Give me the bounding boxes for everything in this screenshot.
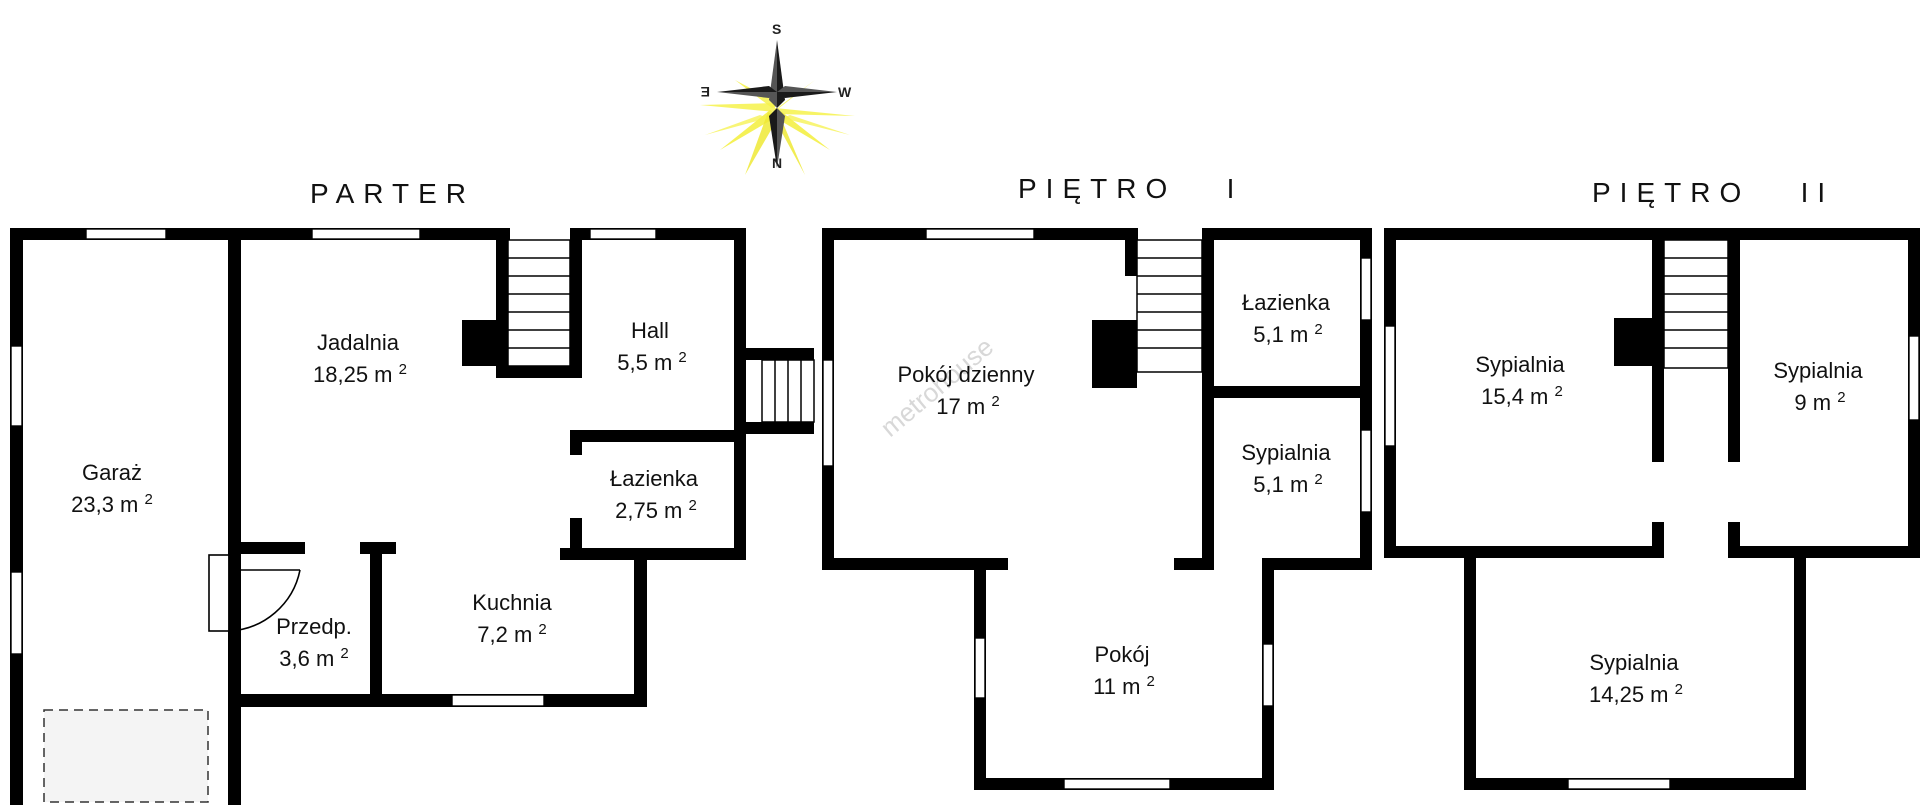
room-area: 17 m 2 [936, 393, 999, 419]
entrance-stairs [761, 359, 815, 423]
room-pokoj: Pokój 11 m 2 [1093, 642, 1155, 699]
garage-car-spot [43, 709, 209, 803]
room-name: Pokój dzienny [898, 362, 1035, 387]
room-garaz: Garaż 23,3 m 2 [71, 460, 153, 517]
room-name: Przedp. [276, 614, 352, 639]
compass-s-label: S [772, 21, 781, 37]
room-area: 5,1 m 2 [1253, 471, 1323, 497]
room-area: 2,75 m 2 [615, 497, 697, 523]
room-przedp: Przedp. 3,6 m 2 [276, 614, 352, 671]
compass-e-label: E [701, 84, 710, 100]
room-name: Hall [631, 318, 669, 343]
pietro-1-stairs [1136, 239, 1203, 373]
room-sypialnia-15: Sypialnia 15,4 m 2 [1475, 352, 1565, 409]
floor-title-pietro-1: PIĘTRO I [1018, 173, 1243, 204]
room-name: Łazienka [1242, 290, 1331, 315]
room-area: 7,2 m 2 [477, 621, 547, 647]
room-name: Pokój [1094, 642, 1149, 667]
room-sypialnia-14: Sypialnia 14,25 m 2 [1589, 650, 1683, 707]
room-name: Łazienka [610, 466, 699, 491]
pietro-2-stairs [1663, 239, 1729, 369]
parter-windows [10, 228, 657, 707]
room-name: Sypialnia [1241, 440, 1331, 465]
room-pokoj-dzienny: Pokój dzienny 17 m 2 [898, 362, 1035, 419]
room-area: 18,25 m 2 [313, 361, 407, 387]
room-sypialnia-pietro-1: Sypialnia 5,1 m 2 [1241, 440, 1331, 497]
room-name: Jadalnia [317, 330, 400, 355]
room-area: 5,1 m 2 [1253, 321, 1323, 347]
room-area: 3,6 m 2 [279, 645, 349, 671]
room-area: 23,3 m 2 [71, 491, 153, 517]
compass-n-label: N [772, 155, 782, 171]
room-area: 5,5 m 2 [617, 349, 687, 375]
room-jadalnia: Jadalnia 18,25 m 2 [313, 330, 407, 387]
pietro-2-windows [1384, 325, 1920, 790]
floor-title-pietro-2: PIĘTRO II [1592, 177, 1834, 208]
room-name: Sypialnia [1475, 352, 1565, 377]
pietro-1-windows [822, 228, 1372, 790]
floor-title-parter: PARTER [310, 178, 475, 209]
room-hall: Hall 5,5 m 2 [617, 318, 687, 375]
room-area: 11 m 2 [1093, 673, 1155, 699]
room-name: Kuchnia [472, 590, 552, 615]
room-name: Sypialnia [1773, 358, 1863, 383]
room-lazienka-parter: Łazienka 2,75 m 2 [610, 466, 699, 523]
room-sypialnia-9: Sypialnia 9 m 2 [1773, 358, 1863, 415]
compass-sun-rays-icon [700, 80, 855, 175]
room-lazienka-pietro-1: Łazienka 5,1 m 2 [1242, 290, 1331, 347]
room-name: Garaż [82, 460, 142, 485]
room-name: Sypialnia [1589, 650, 1679, 675]
compass-star-icon [717, 40, 837, 168]
room-area: 14,25 m 2 [1589, 681, 1683, 707]
compass-rose: S N E W [700, 21, 855, 175]
room-kuchnia: Kuchnia 7,2 m 2 [472, 590, 552, 647]
entrance-door [208, 554, 301, 632]
compass-w-label: W [838, 84, 852, 100]
room-area: 9 m 2 [1794, 389, 1845, 415]
room-area: 15,4 m 2 [1481, 383, 1563, 409]
parter-stairs [507, 239, 571, 367]
